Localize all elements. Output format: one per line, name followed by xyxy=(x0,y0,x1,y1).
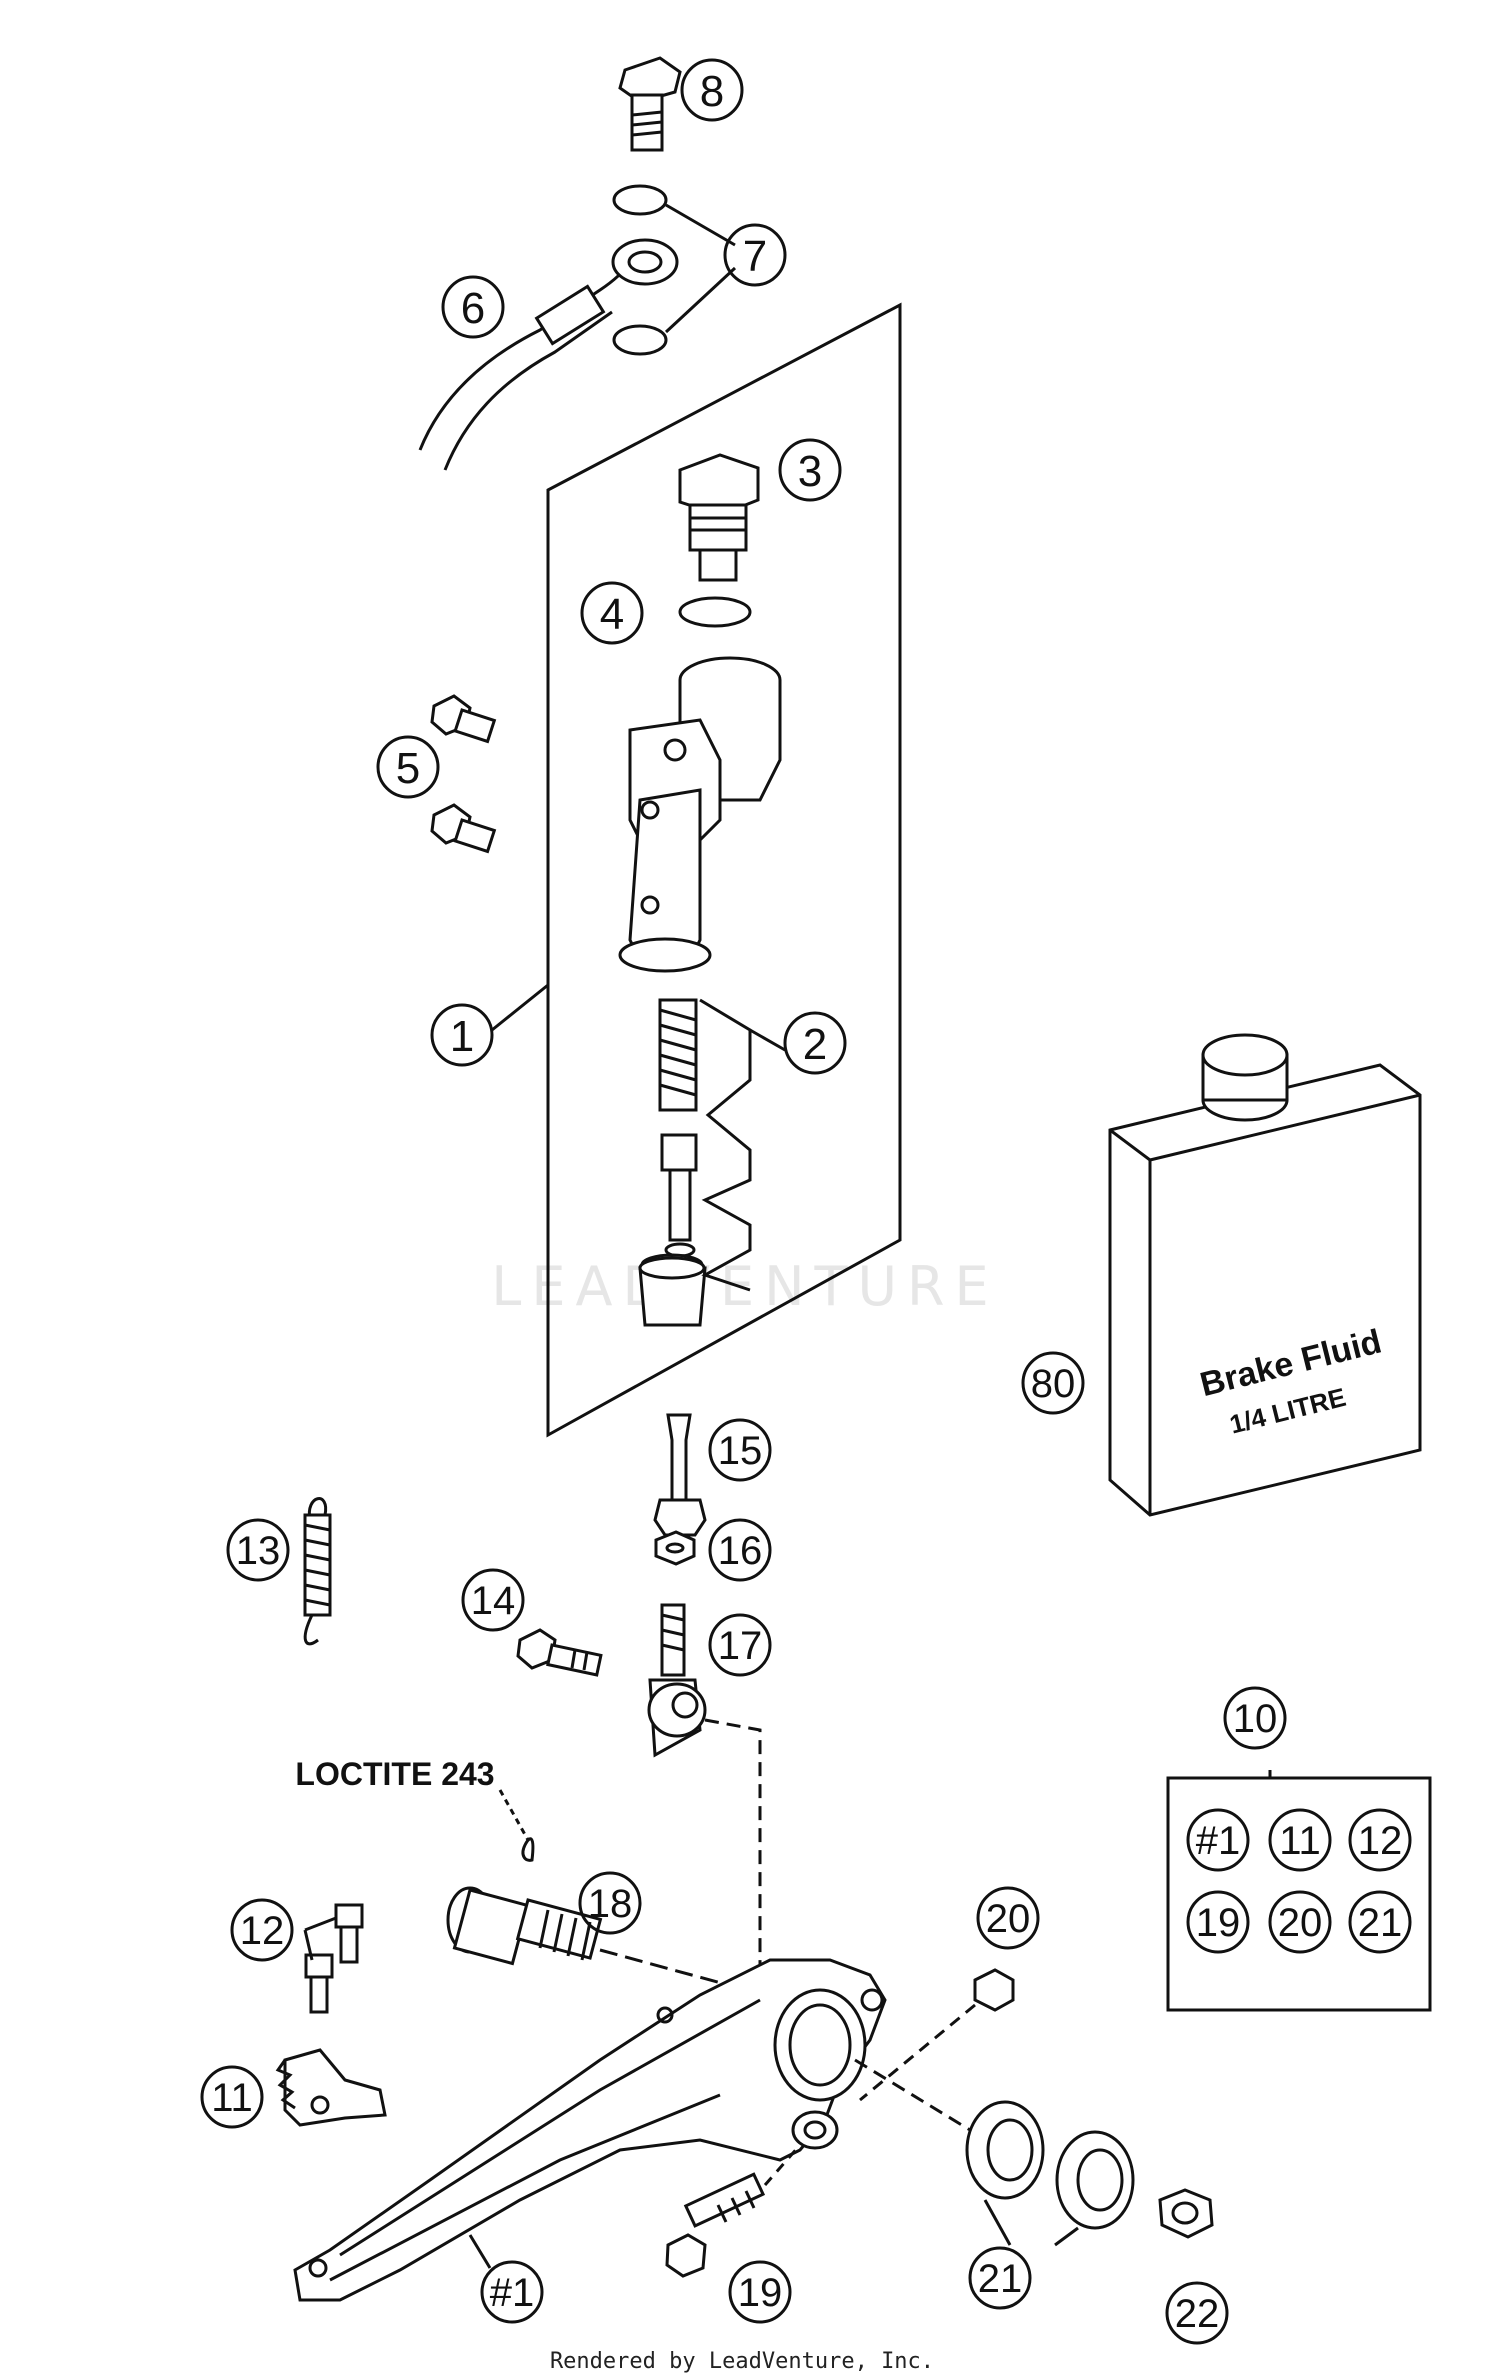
sealing-washer-upper xyxy=(612,184,668,216)
callout-2: 2 xyxy=(783,1011,847,1075)
callout-22: 22 xyxy=(1165,2281,1229,2345)
kit-item-5: 20 xyxy=(1268,1890,1332,1954)
return-spring xyxy=(303,1497,332,1646)
callout-10: 10 xyxy=(1223,1686,1287,1750)
piston-kit xyxy=(638,998,786,1327)
callout-4: 4 xyxy=(580,581,644,645)
flange-nut xyxy=(1158,2188,1214,2239)
collar-nut xyxy=(973,1968,1015,2012)
svg-text:20: 20 xyxy=(986,1897,1031,1941)
svg-text:8: 8 xyxy=(700,67,724,116)
footer-credit: Rendered by LeadVenture, Inc. xyxy=(550,2349,934,2374)
svg-text:80: 80 xyxy=(1031,1362,1076,1406)
push-rod xyxy=(653,1413,707,1537)
svg-text:6: 6 xyxy=(461,284,485,333)
svg-text:19: 19 xyxy=(738,2271,783,2315)
callout-11: 11 xyxy=(200,2065,264,2129)
svg-text:21: 21 xyxy=(1358,1901,1403,1945)
kit-item-4: 19 xyxy=(1186,1890,1250,1954)
banjo-bolt xyxy=(618,56,682,152)
loctite-label: LOCTITE 243 xyxy=(295,1756,494,1792)
callout-17: 17 xyxy=(708,1613,772,1677)
callout-3: 3 xyxy=(778,438,842,502)
kit-item-1: #1 xyxy=(1186,1808,1250,1872)
svg-text:11: 11 xyxy=(211,2076,253,2120)
svg-text:19: 19 xyxy=(1196,1901,1241,1945)
callout-1: 1 xyxy=(430,983,549,1067)
sealing-washer-lower xyxy=(612,324,668,356)
bearings xyxy=(965,2100,1135,2230)
peg-bolts xyxy=(304,1903,364,2014)
pedal-tip xyxy=(275,2048,387,2127)
callout-13: 13 xyxy=(226,1518,290,1582)
svg-text:20: 20 xyxy=(1278,1901,1323,1945)
kit-item-6: 21 xyxy=(1348,1890,1412,1954)
watermark: LEADVENTURE xyxy=(491,1255,998,1318)
kit-item-3: 12 xyxy=(1348,1808,1412,1872)
svg-text:16: 16 xyxy=(718,1529,763,1573)
svg-text:14: 14 xyxy=(471,1579,516,1623)
callout-16: 16 xyxy=(708,1518,772,1582)
callout-12: 12 xyxy=(230,1898,294,1962)
callout-5: 5 xyxy=(376,735,440,799)
svg-text:15: 15 xyxy=(718,1429,763,1473)
svg-text:#1: #1 xyxy=(490,2271,535,2315)
callout-pedal: #1 xyxy=(468,2234,544,2324)
brake-hose xyxy=(418,238,679,471)
svg-text:7: 7 xyxy=(743,232,767,281)
svg-text:18: 18 xyxy=(588,1882,633,1926)
svg-text:3: 3 xyxy=(798,447,822,496)
callout-14: 14 xyxy=(461,1568,525,1632)
callout-21: 21 xyxy=(968,2246,1032,2310)
svg-text:2: 2 xyxy=(803,1020,827,1069)
loctite-drop xyxy=(521,1837,535,1862)
mounting-bolts xyxy=(430,694,497,854)
reservoir-plug xyxy=(678,453,760,582)
pedal-stop-bolt xyxy=(665,2172,766,2278)
svg-text:12: 12 xyxy=(1358,1819,1403,1863)
callout-8: 8 xyxy=(680,58,744,122)
rod-end xyxy=(647,1603,707,1758)
callout-20: 20 xyxy=(976,1886,1040,1950)
brake-fluid-bottle: Brake Fluid 1/4 LITRE xyxy=(1108,1033,1422,1517)
svg-text:5: 5 xyxy=(396,744,420,793)
master-cylinder-group-box xyxy=(546,302,902,1438)
svg-text:13: 13 xyxy=(236,1529,281,1573)
svg-text:12: 12 xyxy=(240,1909,285,1953)
o-ring xyxy=(678,596,752,628)
assembly-line xyxy=(704,1718,821,2002)
svg-text:4: 4 xyxy=(600,590,624,639)
svg-text:17: 17 xyxy=(718,1624,763,1668)
callout-18: 18 xyxy=(578,1871,642,1935)
callout-19: 19 xyxy=(728,2260,792,2324)
master-cylinder-body xyxy=(618,656,782,973)
lock-nut xyxy=(654,1530,696,1566)
pivot-bolt xyxy=(446,1886,603,1966)
svg-text:1: 1 xyxy=(450,1012,474,1061)
callout-6: 6 xyxy=(441,275,505,339)
svg-text:21: 21 xyxy=(978,2257,1023,2301)
svg-text:22: 22 xyxy=(1175,2292,1220,2336)
brake-pedal xyxy=(293,1958,887,2302)
callout-80: 80 xyxy=(1021,1351,1085,1415)
svg-text:#1: #1 xyxy=(1196,1819,1241,1863)
callout-7: 7 xyxy=(723,223,787,287)
svg-text:11: 11 xyxy=(1279,1819,1321,1863)
kit-item-2: 11 xyxy=(1268,1808,1332,1872)
kit-box xyxy=(1166,1776,1432,2012)
svg-text:10: 10 xyxy=(1233,1697,1278,1741)
callout-15: 15 xyxy=(708,1418,772,1482)
clevis-bolt xyxy=(516,1628,603,1677)
